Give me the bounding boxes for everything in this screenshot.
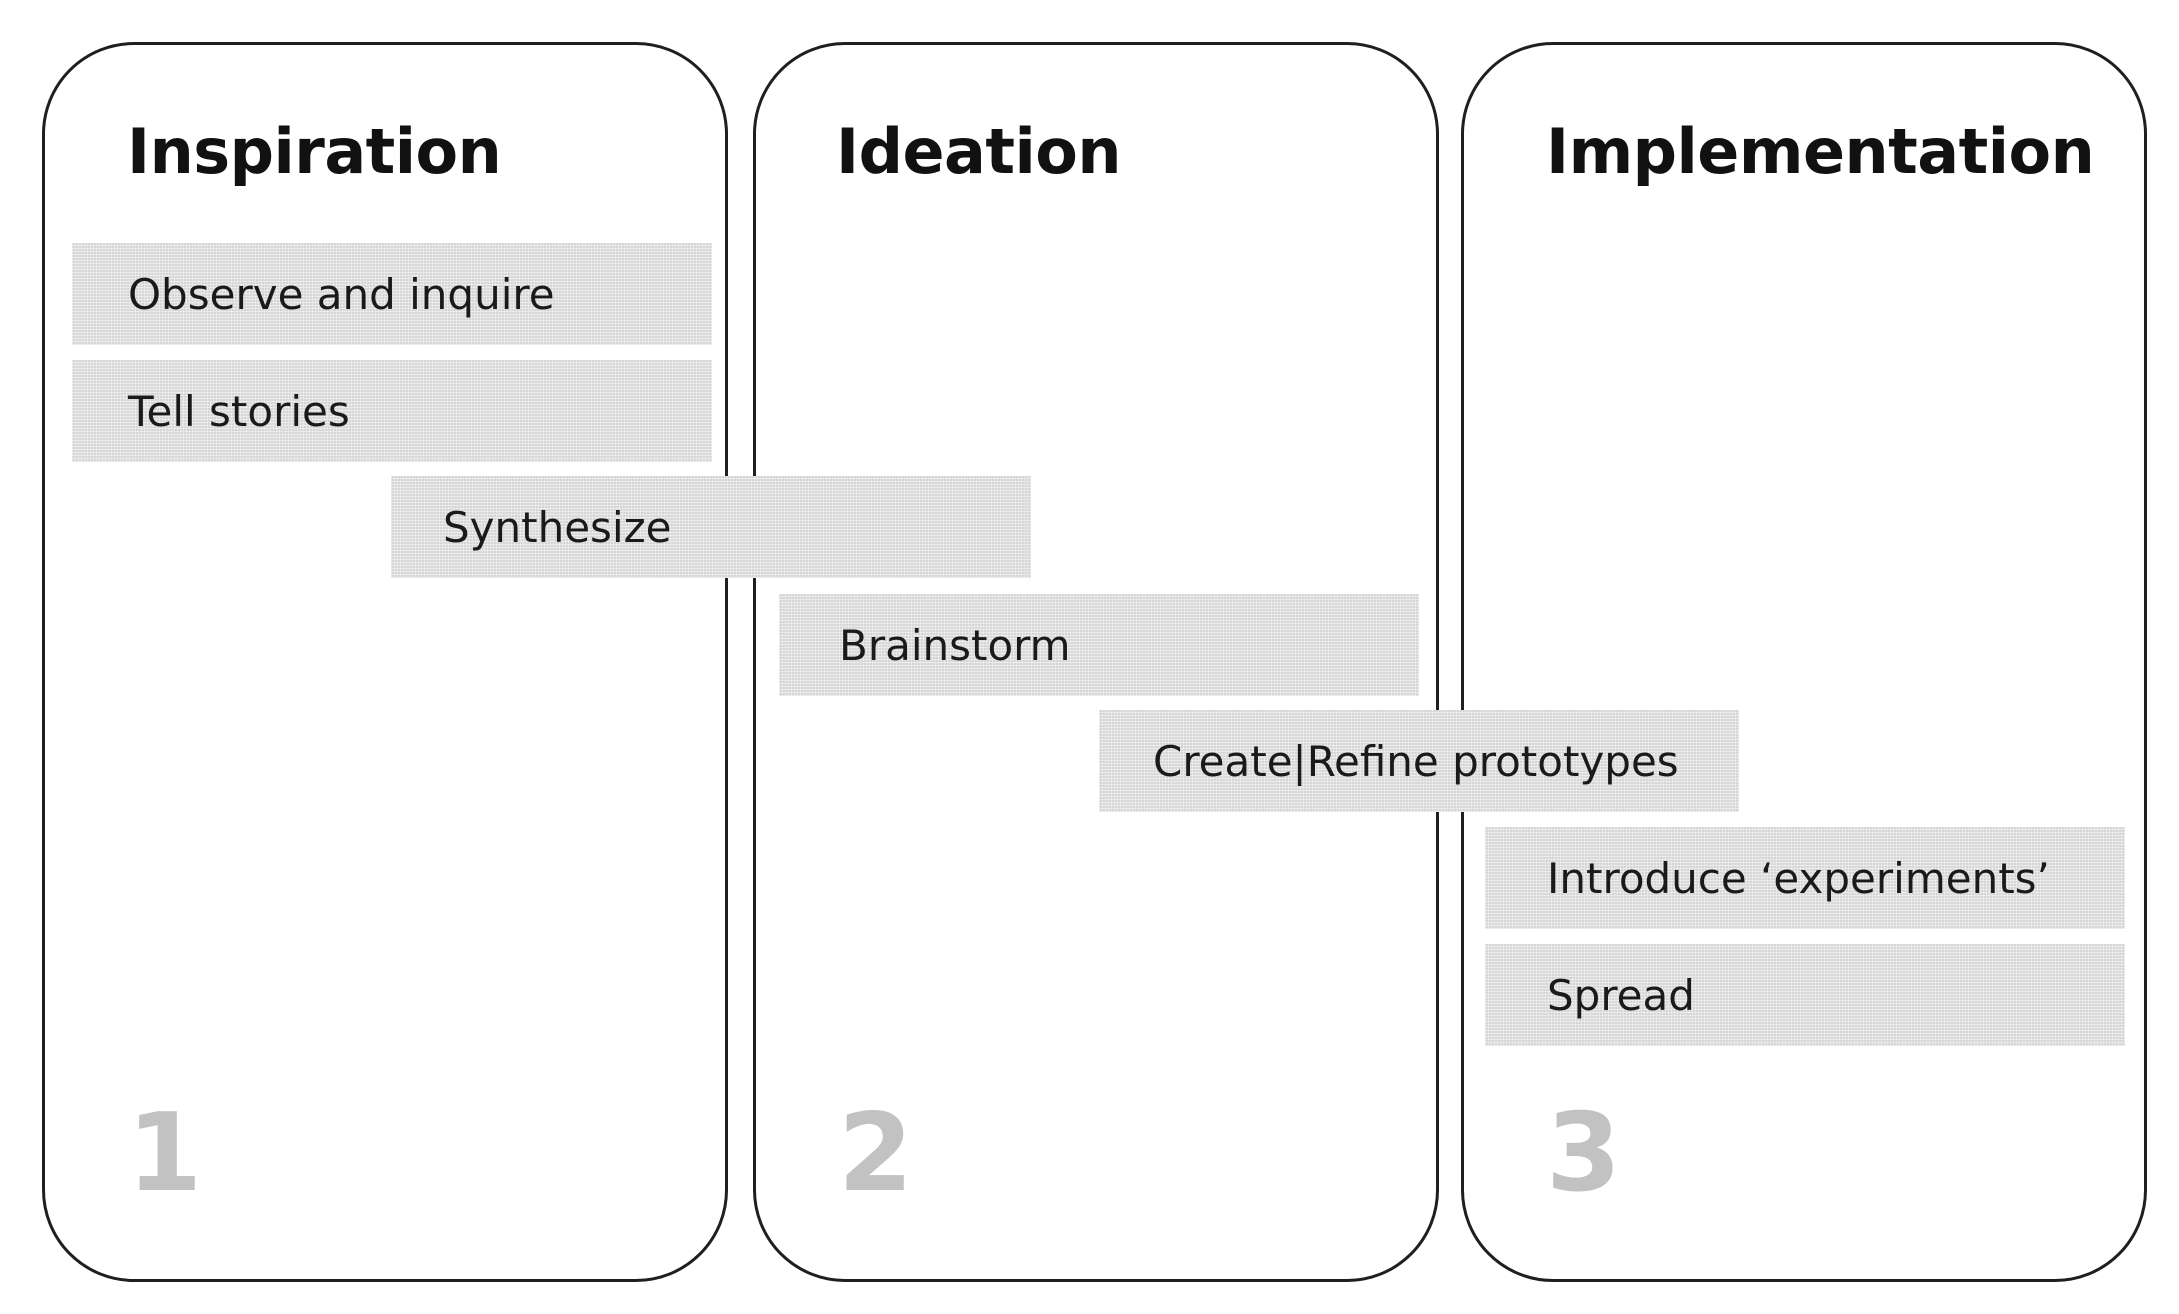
step-brainstorm: Brainstorm [779,594,1419,696]
phase-title: Implementation [1546,115,2095,188]
step-observe-and-inquire: Observe and inquire [72,243,712,345]
step-introduce-experiments: Introduce ‘experiments’ [1485,827,2125,929]
phase-number: 2 [838,1091,914,1216]
step-synthesize: Synthesize [391,476,1031,578]
phase-panel-inspiration: Inspiration 1 [42,42,728,1282]
phase-panel-implementation: Implementation 3 [1461,42,2147,1282]
step-create-refine-prototypes: Create|Refine prototypes [1099,710,1739,812]
step-spread: Spread [1485,944,2125,1046]
phase-title: Inspiration [127,115,502,188]
step-tell-stories: Tell stories [72,360,712,462]
phase-number: 1 [127,1091,203,1216]
phase-number: 3 [1546,1091,1622,1216]
phase-title: Ideation [836,115,1121,188]
